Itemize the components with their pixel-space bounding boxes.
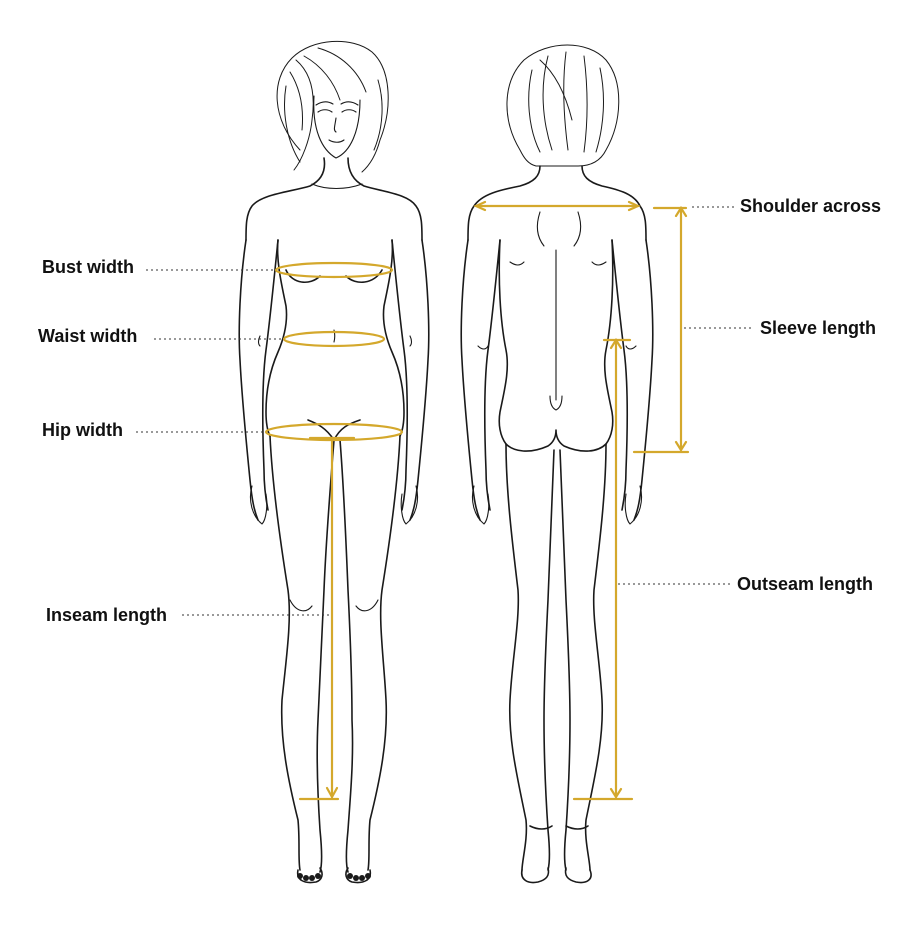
back-arms [460, 239, 654, 521]
back-legs [505, 443, 607, 871]
inseam-measure-line [298, 436, 356, 801]
back-neck-shoulders [467, 165, 647, 241]
sleeve-length-label: Sleeve length [760, 318, 876, 338]
front-torso [265, 239, 405, 437]
waist-width-label: Waist width [38, 326, 137, 346]
back-figure [460, 44, 654, 884]
bust-width-label: Bust width [42, 257, 134, 277]
bust-measure-ellipse [274, 261, 394, 279]
front-arms [238, 239, 430, 521]
back-torso [498, 239, 614, 445]
front-legs [269, 435, 401, 873]
measurement-lines [264, 200, 690, 801]
leader-lines [136, 206, 754, 616]
outseam-length-label: Outseam length [737, 574, 873, 594]
inseam-length-label: Inseam length [46, 605, 167, 625]
front-figure [238, 40, 430, 884]
front-hair [276, 40, 389, 173]
hip-measure-ellipse [264, 422, 404, 442]
hip-width-label: Hip width [42, 420, 123, 440]
back-hair [506, 44, 620, 167]
front-neck-shoulders [245, 157, 423, 241]
sleeve-measure-line [632, 205, 690, 454]
front-face [313, 95, 361, 159]
shoulder-measure-line [473, 200, 641, 212]
waist-measure-ellipse [282, 330, 386, 348]
outseam-measure-line [572, 337, 634, 801]
measurement-labels: Bust width Waist width Hip width Inseam … [38, 196, 881, 625]
shoulder-across-label: Shoulder across [740, 196, 881, 216]
front-toes [297, 873, 371, 881]
